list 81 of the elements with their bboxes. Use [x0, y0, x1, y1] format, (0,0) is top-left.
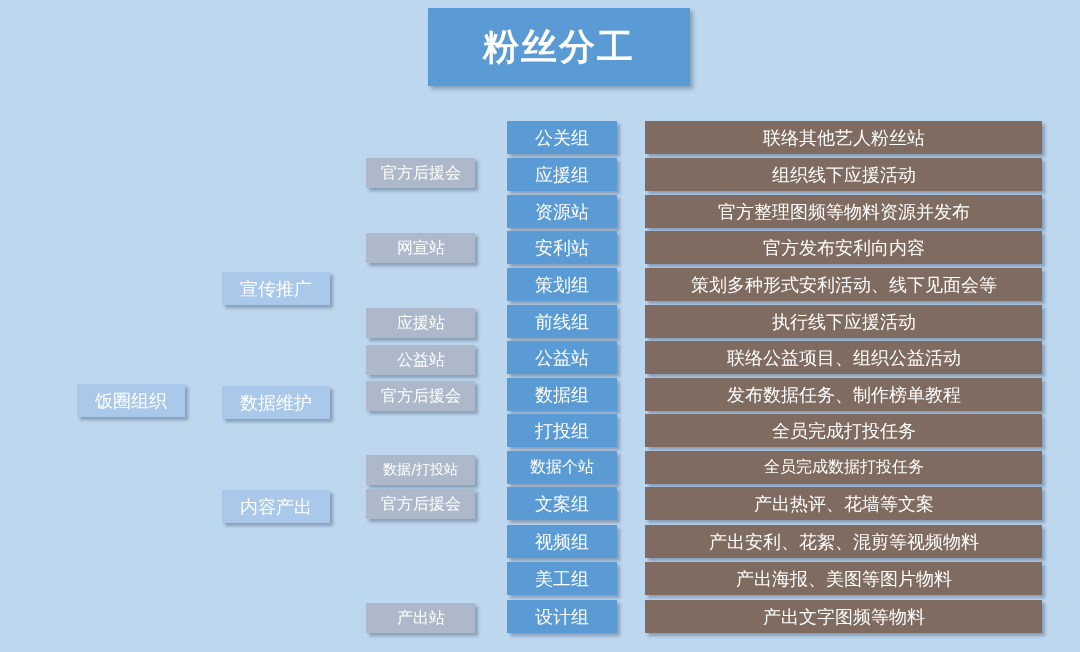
description-bar	[645, 487, 1042, 520]
box-label: 数据个站	[530, 457, 594, 478]
box-label: 产出海报、美图等图片物料	[735, 566, 952, 591]
box-label: 官方后援会	[380, 493, 461, 515]
group-box	[507, 268, 617, 301]
box-label: 发布数据任务、制作榜单教程	[726, 382, 961, 407]
root-box	[77, 384, 185, 417]
category-box	[222, 272, 330, 305]
station-box	[366, 158, 475, 188]
title-banner: 粉丝分工	[428, 8, 690, 86]
box-label: 组织线下应援活动	[771, 162, 916, 187]
station-box	[366, 381, 475, 411]
box-label: 美工组	[535, 566, 589, 591]
description-bar	[645, 451, 1042, 484]
group-box	[507, 487, 617, 520]
description-bar	[645, 525, 1042, 558]
station-box	[366, 233, 475, 263]
box-label: 数据组	[535, 382, 589, 407]
box-label: 公益站	[396, 349, 445, 371]
box-label: 设计组	[535, 604, 589, 629]
box-label: 官方发布安利向内容	[762, 235, 925, 260]
box-label: 应援站	[396, 312, 445, 334]
box-label: 数据/打投站	[383, 461, 458, 479]
box-label: 网宣站	[396, 237, 445, 259]
box-label: 安利站	[535, 235, 589, 260]
group-box	[507, 305, 617, 338]
description-bar	[645, 195, 1042, 228]
box-label: 文案组	[535, 491, 589, 516]
box-label: 策划组	[535, 272, 589, 297]
group-box	[507, 231, 617, 264]
box-label: 执行线下应援活动	[771, 309, 916, 334]
station-box	[366, 489, 475, 519]
station-box	[366, 345, 475, 375]
station-box	[366, 308, 475, 338]
box-label: 联络其他艺人粉丝站	[762, 125, 925, 150]
box-label: 联络公益项目、组织公益活动	[726, 345, 961, 370]
group-box	[507, 562, 617, 595]
description-bar	[645, 341, 1042, 374]
box-label: 数据维护	[240, 390, 312, 415]
box-label: 资源站	[535, 199, 589, 224]
group-box	[507, 158, 617, 191]
box-label: 公益站	[535, 345, 589, 370]
box-label: 宣传推广	[240, 276, 312, 301]
station-box	[366, 455, 475, 485]
box-label: 全员完成数据打投任务	[763, 457, 924, 478]
box-label: 视频组	[535, 529, 589, 554]
category-box	[222, 386, 330, 419]
group-box	[507, 451, 617, 484]
description-bar	[645, 414, 1042, 447]
description-bar	[645, 121, 1042, 154]
group-box	[507, 195, 617, 228]
box-label: 官方后援会	[380, 162, 461, 184]
group-box	[507, 341, 617, 374]
description-bar	[645, 268, 1042, 301]
description-bar	[645, 600, 1042, 633]
box-label: 全员完成打投任务	[771, 418, 916, 443]
group-box	[507, 414, 617, 447]
group-box	[507, 121, 617, 154]
description-bar	[645, 158, 1042, 191]
box-label: 产出安利、花絮、混剪等视频物料	[708, 529, 979, 554]
box-label: 打投组	[535, 418, 589, 443]
box-label: 应援组	[535, 162, 589, 187]
box-label: 前线组	[535, 309, 589, 334]
box-label: 内容产出	[240, 494, 312, 519]
description-bar	[645, 378, 1042, 411]
description-bar	[645, 562, 1042, 595]
box-label: 公关组	[535, 125, 589, 150]
group-box	[507, 378, 617, 411]
description-bar	[645, 305, 1042, 338]
group-box	[507, 525, 617, 558]
box-label: 产出热评、花墙等文案	[753, 491, 934, 516]
box-label: 产出站	[396, 607, 445, 629]
box-label: 官方整理图频等物料资源并发布	[717, 199, 970, 224]
box-label: 产出文字图频等物料	[762, 604, 925, 629]
box-label: 策划多种形式安利活动、线下见面会等	[690, 272, 997, 297]
group-box	[507, 600, 617, 633]
box-label: 官方后援会	[380, 385, 461, 407]
category-box	[222, 490, 330, 523]
box-label: 饭圈组织	[95, 388, 167, 413]
description-bar	[645, 231, 1042, 264]
station-box	[366, 603, 475, 633]
